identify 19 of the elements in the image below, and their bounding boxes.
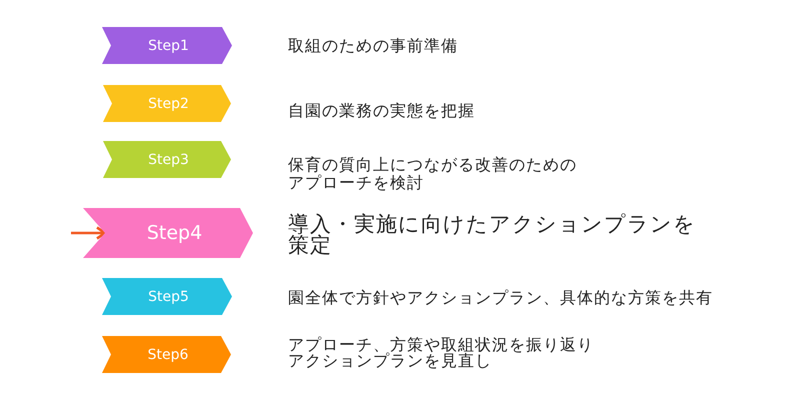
- step-banner: [102, 278, 232, 315]
- step-description: 導入・実施に向けたアクションプランを策定: [288, 214, 697, 256]
- step-label: Step5: [148, 288, 189, 304]
- step-description: 保育の質向上につながる改善のためのアプローチを検討: [288, 156, 578, 192]
- step-description: 取組のための事前準備: [288, 37, 459, 55]
- step-label: Step3: [148, 152, 189, 168]
- step-banner: [102, 27, 232, 64]
- arrow: [71, 226, 106, 240]
- step-label: Step1: [148, 38, 189, 54]
- step-label: Step6: [148, 346, 188, 362]
- step-description: アプローチ、方策や取組状況を振り返りアクションプランを見直し: [288, 337, 595, 368]
- step-label: Step2: [148, 96, 189, 112]
- step-banner: [102, 336, 231, 373]
- step-description: 園全体で方針やアクションプラン、具体的な方策を共有: [288, 289, 714, 307]
- step-banner: [103, 85, 231, 122]
- step-banner: [83, 208, 253, 258]
- step-label: Step4: [146, 222, 202, 244]
- step-banner: [103, 141, 231, 178]
- step-description: 自園の業務の実態を把握: [288, 102, 476, 120]
